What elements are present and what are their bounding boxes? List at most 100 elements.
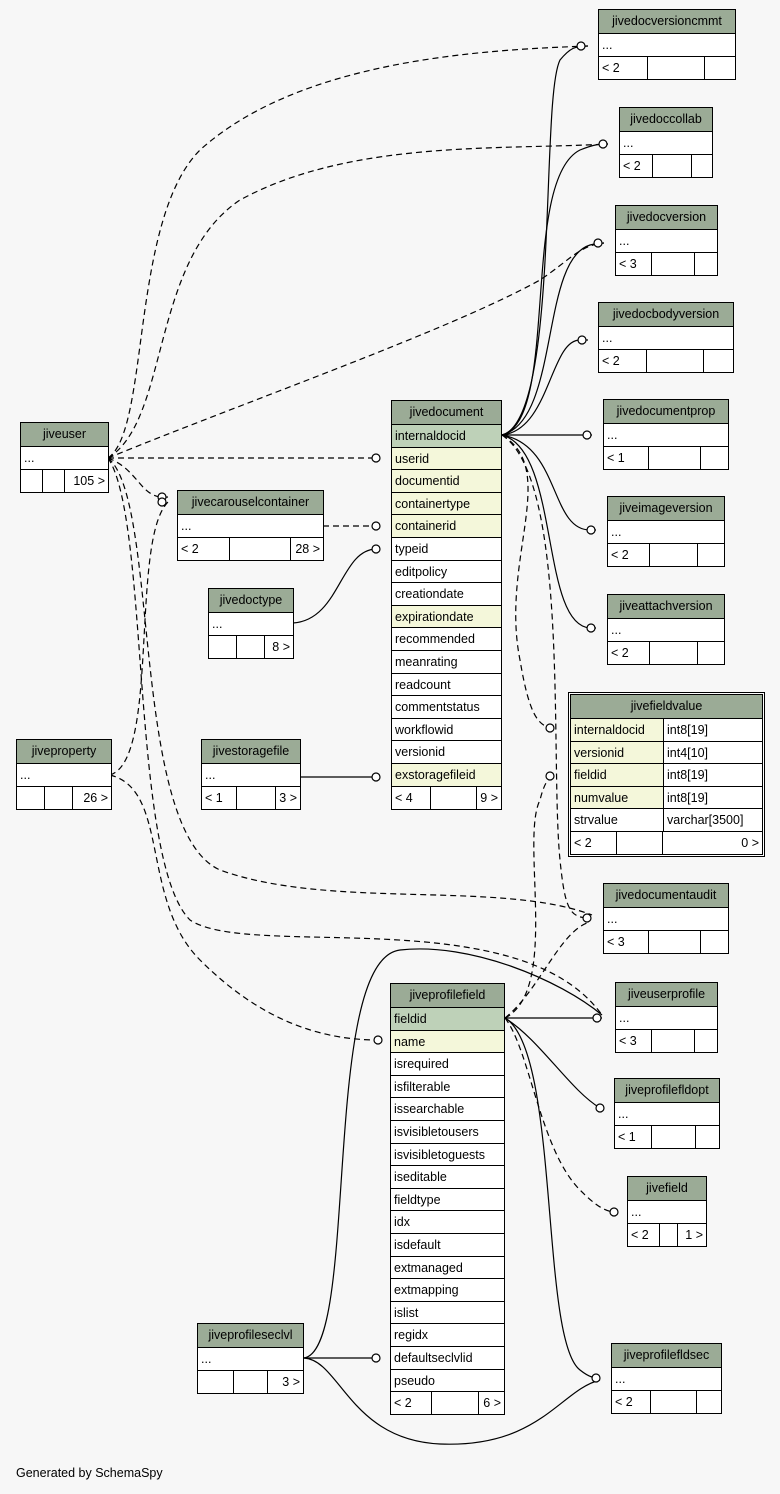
edge-seclvl-profilefldsec [303,1357,601,1445]
edge-document-doccollab [501,143,609,436]
edge-profilefield-fieldvalue [504,775,557,1019]
edge-doctype-document-typeid [292,548,377,624]
edge-user-docversion [107,242,605,459]
column-versionid: versionid [571,741,663,765]
table-jivedoccollab[interactable]: jivedoccollab ... < 2 [619,107,713,178]
table-row: ... [616,230,717,253]
generated-by-footer: Generated by SchemaSpy [16,1466,163,1480]
table-title: jiveprofilefldsec [612,1344,721,1368]
table-row: ... [209,613,293,636]
edge-document-docbodyversion [501,339,588,436]
column-type: int8[19] [663,719,762,742]
edge-property-carousel [109,501,169,776]
table-jiveuser[interactable]: jiveuser ... 105 > [20,422,109,493]
table-title: jivedocumentprop [604,400,728,424]
column-internaldocid: internaldocid [571,719,663,742]
table-title: jiveproperty [17,740,111,764]
table-stats: 8 > [209,635,293,658]
column-internaldocid: internaldocid [392,425,501,448]
column-issearchable: issearchable [391,1098,504,1121]
table-title: jiveprofilefield [391,984,504,1008]
column-editpolicy: editpolicy [392,561,501,584]
table-jivedocbodyversion[interactable]: jivedocbodyversion ... < 2 [598,302,734,373]
table-jivedocument[interactable]: jivedocument internaldocid userid docume… [391,400,502,810]
column-isrequired: isrequired [391,1053,504,1076]
table-row: ... [202,764,300,787]
column-idx: idx [391,1211,504,1234]
table-row: ... [604,424,728,447]
table-stats: < 2 [620,154,712,177]
table-jiveimageversion[interactable]: jiveimageversion ... < 2 [607,496,725,567]
column-regidx: regidx [391,1324,504,1347]
edge-document-attachversion [501,434,596,629]
column-isdefault: isdefault [391,1234,504,1257]
table-jivedocversioncmmt[interactable]: jivedocversioncmmt ... < 2 [598,9,736,80]
table-jiveprofilefldopt[interactable]: jiveprofilefldopt ... < 1 [614,1078,720,1149]
column-workflowid: workflowid [392,719,501,742]
table-title: jiveattachversion [608,595,724,619]
table-jivedocumentprop[interactable]: jivedocumentprop ... < 1 [603,399,729,470]
table-stats: < 1 [604,446,728,469]
table-jiveprofilefldsec[interactable]: jiveprofilefldsec ... < 2 [611,1343,722,1414]
table-row: ... [178,515,323,538]
table-row: ... [628,1201,706,1224]
column-fieldid: fieldid [391,1008,504,1031]
table-title: jivedocumentaudit [604,884,728,908]
edge-seclvl-userprofile [303,948,603,1359]
column-typeid: typeid [392,538,501,561]
table-stats: < 2 [608,543,724,566]
column-type: int4[10] [663,741,762,765]
edge-user-userprofile [107,457,603,1016]
column-containertype: containertype [392,492,501,516]
edge-user-documentaudit [107,457,593,916]
table-title: jivedocbodyversion [599,303,733,327]
column-meanrating: meanrating [392,651,501,674]
table-jiveproperty[interactable]: jiveproperty ... 26 > [16,739,112,810]
table-row: ... [612,1368,721,1391]
edge-document-imageversion [501,434,596,531]
table-row: ... [616,1007,717,1030]
table-title: jivedoctype [209,589,293,613]
column-userid: userid [392,447,501,471]
table-row: ... [608,619,724,642]
column-fieldtype: fieldtype [391,1189,504,1212]
column-commentstatus: commentstatus [392,696,501,719]
table-jiveattachversion[interactable]: jiveattachversion ... < 2 [607,594,725,665]
table-jiveprofilefield[interactable]: jiveprofilefield fieldid name isrequired… [390,983,505,1416]
edge-property-profilefield-name [109,774,379,1041]
table-stats: 105 > [21,469,108,492]
table-jivedocversion[interactable]: jivedocversion ... < 3 [615,205,718,276]
table-row: ... [615,1103,719,1126]
table-jivefieldvalue[interactable]: jivefieldvalue internaldocid int8[19] ve… [568,692,765,857]
edge-profilefield-profilefldopt [504,1017,601,1109]
table-stats: 26 > [17,786,111,809]
column-type: int8[19] [663,764,762,787]
table-jiveprofileseclvl[interactable]: jiveprofileseclvl ... 3 > [197,1323,304,1394]
table-title: jivestoragefile [202,740,300,764]
column-containerid: containerid [392,515,501,538]
column-exstoragefileid: exstoragefileid [392,763,501,787]
table-row: ... [608,521,724,544]
column-extmanaged: extmanaged [391,1257,504,1280]
table-title: jiveprofileseclvl [198,1324,303,1348]
table-title: jivefield [628,1177,706,1201]
table-jivedoctype[interactable]: jivedoctype ... 8 > [208,588,294,659]
column-versionid: versionid [392,741,501,764]
table-row: ... [620,132,712,155]
table-jivedocumentaudit[interactable]: jivedocumentaudit ... < 3 [603,883,729,954]
table-title: jivedocument [392,401,501,425]
table-title: jivedoccollab [620,108,712,132]
column-expirationdate: expirationdate [392,605,501,629]
column-isvisibletousers: isvisibletousers [391,1121,504,1144]
table-jiveuserprofile[interactable]: jiveuserprofile ... < 3 [615,982,718,1053]
table-stats: < 1 [615,1125,719,1148]
edge-document-fieldvalue [501,434,557,729]
